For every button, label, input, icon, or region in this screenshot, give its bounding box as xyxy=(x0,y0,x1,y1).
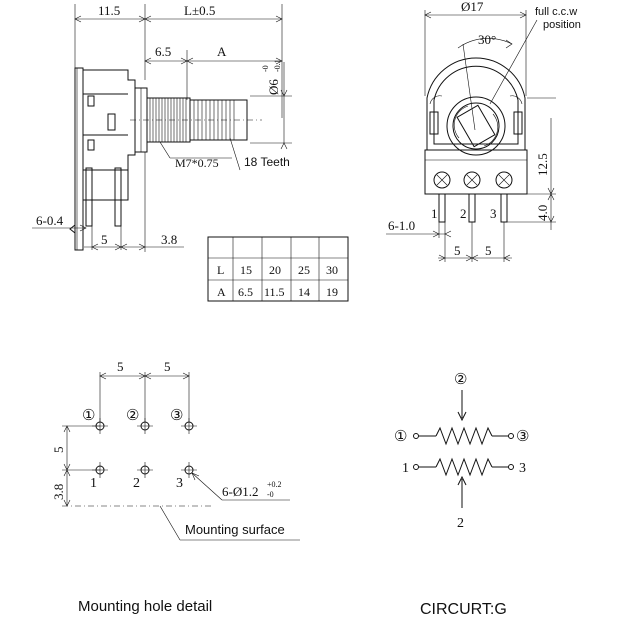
front-view: Ø17 full c.c.w position 30° 1 2 3 xyxy=(386,0,581,262)
dim-pin-spacing: 5 xyxy=(101,232,108,247)
hole-top-label-3: ③ xyxy=(170,408,183,424)
circuit-top-wiper-label: ② xyxy=(454,372,467,388)
table-cell: 15 xyxy=(240,263,252,277)
side-view: 11.5 L±0.5 6.5 A Ø6 -0 -0.1 xyxy=(32,3,292,252)
dim-front-pin-width: 6-1.0 xyxy=(388,218,415,233)
dim-flat-length: A xyxy=(217,44,227,59)
dim-hole-vert-offset: 3.8 xyxy=(51,484,66,500)
teeth-label: 18 Teeth xyxy=(244,155,290,169)
table-cell: 11.5 xyxy=(264,285,285,299)
circuit-top-label-3: ③ xyxy=(516,429,529,445)
ccw-note-line2: position xyxy=(543,19,581,31)
dim-front-height: 12.5 xyxy=(535,153,550,176)
dim-shaft-length: L±0.5 xyxy=(184,3,215,18)
table-row-label-L: L xyxy=(217,263,224,277)
hole-tol-bottom: -0 xyxy=(267,490,274,499)
dim-hole-vert-spacing: 5 xyxy=(51,447,66,454)
dim-shaft-diameter: Ø6 xyxy=(266,79,281,95)
dim-pin-length: 4.0 xyxy=(535,205,550,221)
front-pin-label-2: 2 xyxy=(460,206,467,221)
hole-top-label-2: ② xyxy=(126,408,139,424)
dim-pin-offset: 3.8 xyxy=(161,232,177,247)
hole-bottom-label-3: 3 xyxy=(176,476,183,491)
dim-shaft-tol-bottom: -0.1 xyxy=(273,59,282,72)
table-cell: 6.5 xyxy=(238,285,253,299)
front-pin-label-3: 3 xyxy=(490,206,497,221)
circuit-bottom-label-1: 1 xyxy=(402,461,409,476)
dim-angle: 30° xyxy=(478,32,496,47)
hole-bottom-label-1: 1 xyxy=(90,476,97,491)
hole-bottom-label-2: 2 xyxy=(133,476,140,491)
table-cell: 30 xyxy=(326,263,338,277)
dim-shaft-tol-top: -0 xyxy=(261,65,270,72)
ccw-note-line1: full c.c.w xyxy=(535,6,577,18)
dim-front-diameter: Ø17 xyxy=(461,0,484,14)
circuit-caption: CIRCURT:G xyxy=(420,601,507,618)
circuit-bottom-wiper-label: 2 xyxy=(457,516,464,531)
front-pin-label-1: 1 xyxy=(431,206,438,221)
dim-pin-width: 6-0.4 xyxy=(36,213,64,228)
circuit-top-label-1: ① xyxy=(394,429,407,445)
hole-top-label-1: ① xyxy=(82,408,95,424)
table-cell: 19 xyxy=(326,285,338,299)
table-cell: 25 xyxy=(298,263,310,277)
hole-detail-caption: Mounting hole detail xyxy=(78,598,212,615)
dim-body-length: 11.5 xyxy=(98,3,120,18)
circuit-diagram: ② ① ③ 1 3 2 CIRCURT:G xyxy=(394,372,529,618)
dim-hole-spacing-left: 5 xyxy=(117,359,124,374)
hole-detail: 5 5 ① ② ③ 1 2 3 5 3.8 Mounting surface xyxy=(51,359,300,615)
thread-label: M7*0.75 xyxy=(175,156,219,170)
dim-flat-start: 6.5 xyxy=(155,44,171,59)
hole-callout: 6-Ø1.2 xyxy=(222,484,258,499)
table-cell: 20 xyxy=(269,263,281,277)
hole-tol-top: +0.2 xyxy=(267,480,282,489)
mounting-surface-label: Mounting surface xyxy=(185,522,285,537)
dim-hole-spacing-right: 5 xyxy=(164,359,171,374)
table-row-label-A: A xyxy=(217,285,226,299)
dim-front-spacing-left: 5 xyxy=(454,243,461,258)
table-cell: 14 xyxy=(298,285,310,299)
size-table: L 15 20 25 30 A 6.5 11.5 14 19 xyxy=(207,236,349,302)
dim-front-spacing-right: 5 xyxy=(485,243,492,258)
circuit-bottom-label-3: 3 xyxy=(519,461,526,476)
